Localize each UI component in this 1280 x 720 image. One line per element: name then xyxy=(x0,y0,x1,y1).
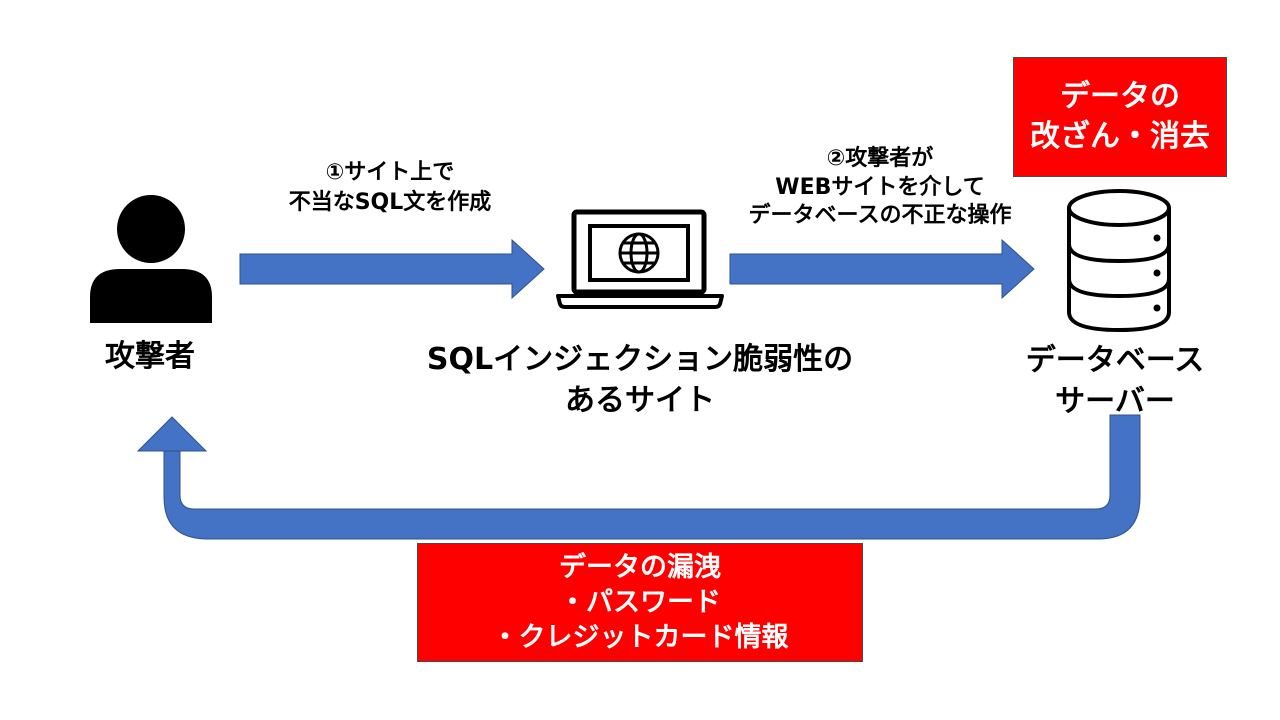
tamper-callout-text: データの 改ざん・消去 xyxy=(1030,78,1210,155)
leak-callout: データの漏洩 ・パスワード ・クレジットカード情報 xyxy=(417,543,863,662)
person-icon xyxy=(90,195,212,323)
step2-label: ②攻撃者が WEBサイトを介して データベースの不正な操作 xyxy=(748,146,1012,229)
database-server-icon xyxy=(1067,189,1171,333)
vulnerable-site-label: SQLインジェクション脆弱性の あるサイト xyxy=(426,342,854,418)
database-server-label: データベース サーバー xyxy=(1025,343,1205,420)
arrow-database-to-attacker xyxy=(136,414,1141,540)
tamper-callout: データの 改ざん・消去 xyxy=(1013,57,1227,177)
laptop-globe-icon xyxy=(556,209,724,309)
leak-callout-text: データの漏洩 ・パスワード ・クレジットカード情報 xyxy=(491,551,789,654)
attacker-label: 攻撃者 xyxy=(105,339,195,374)
arrow-site-to-database xyxy=(729,238,1035,300)
globe-icon xyxy=(618,232,660,274)
arrow-attacker-to-site xyxy=(239,238,545,300)
step1-label: ①サイト上で 不当なSQL文を作成 xyxy=(288,160,492,215)
